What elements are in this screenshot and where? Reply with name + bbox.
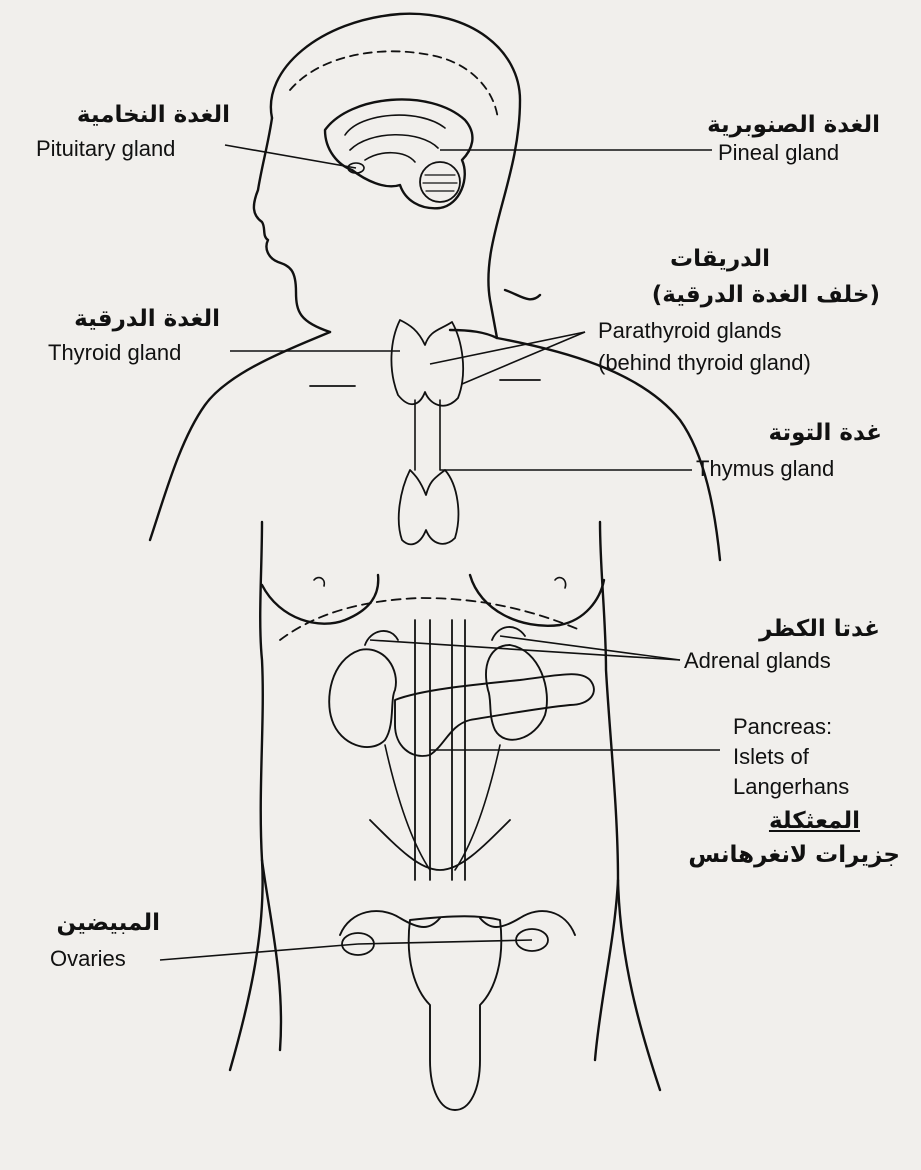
label-pancreas-en-3: Langerhans [733, 774, 849, 799]
chest-left [262, 575, 378, 624]
label-thyroid-ar: الغدة الدرقية [40, 306, 220, 332]
label-pancreas-ar-1: المعثكلة [720, 808, 860, 834]
label-adrenal-en: Adrenal glands [684, 648, 831, 673]
label-adrenal-ar: غدتا الكظر [700, 616, 880, 642]
left-arm [230, 522, 263, 1070]
pelvis [370, 820, 510, 870]
kidney-right [486, 645, 547, 740]
aorta [415, 620, 430, 880]
leader-pituitary [225, 145, 356, 168]
pancreas-shape [395, 674, 594, 756]
chest-right [470, 575, 604, 626]
label-ovaries-ar: المبيضين [40, 910, 160, 936]
label-ovaries-en: Ovaries [50, 946, 126, 971]
scalp-dashed-line [290, 51, 498, 120]
hair-outline [271, 14, 520, 338]
kidney-left [329, 649, 396, 747]
label-parathyroid-en-2: (behind thyroid gland) [598, 350, 811, 375]
label-parathyroid-en-1: Parathyroid glands [598, 318, 781, 343]
label-pancreas-en-2: Islets of [733, 744, 809, 769]
waist-right [595, 880, 618, 1060]
adrenal-left [365, 631, 398, 645]
label-pituitary-en: Pituitary gland [36, 136, 175, 161]
face-profile [254, 118, 330, 332]
label-pineal-en: Pineal gland [718, 140, 839, 165]
label-thymus-en: Thymus gland [696, 456, 834, 481]
label-pineal-ar: الغدة الصنوبرية [690, 112, 880, 138]
trachea [415, 400, 440, 470]
nipple-right [555, 578, 566, 588]
leader-adrenal-b [500, 636, 680, 660]
leader-ovaries-b [358, 940, 532, 944]
label-parathyroid-ar-1: الدريقات [600, 246, 770, 272]
label-pituitary-ar: الغدة النخامية [70, 102, 230, 128]
brain-inner [345, 115, 445, 162]
ureter-left [385, 745, 430, 870]
right-arm [600, 522, 660, 1090]
leader-adrenal-a [370, 640, 680, 660]
uterus [409, 916, 502, 1110]
fallopian-tubes [340, 911, 575, 935]
nipple-left [314, 578, 324, 586]
label-pancreas-en-1: Pancreas: [733, 714, 832, 739]
neck-back [505, 290, 540, 299]
cerebellum [420, 162, 460, 202]
waist-left [262, 860, 281, 1050]
thyroid-shape [391, 320, 463, 406]
leader-parathyroid-a [430, 332, 585, 364]
thymus-shape [399, 470, 459, 544]
label-thymus-ar: غدة التوتة [750, 420, 882, 446]
label-parathyroid-ar-2: (خلف الغدة الدرقية) [560, 282, 880, 308]
label-thyroid-en: Thyroid gland [48, 340, 181, 365]
leader-parathyroid-b [462, 332, 585, 384]
label-pancreas-ar-2: جزيرات لانغرهانس [620, 842, 900, 868]
